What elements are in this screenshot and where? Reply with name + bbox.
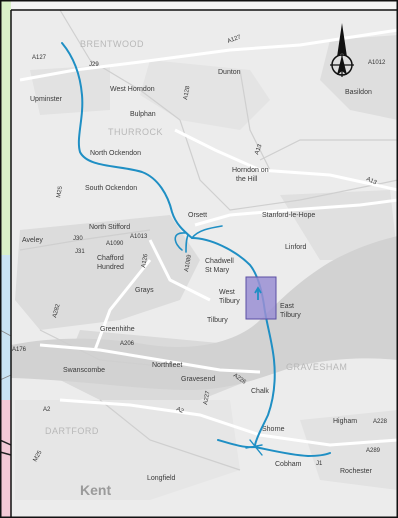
label-gravesend: Gravesend — [181, 376, 215, 383]
label-greenhithe: Greenhithe — [100, 326, 135, 333]
label-horndon-on: Horndon on — [232, 167, 269, 174]
label-west-tilbury-1: West — [219, 289, 235, 296]
label-upminster: Upminster — [30, 96, 63, 103]
label-aveley: Aveley — [22, 237, 43, 244]
label-rochester: Rochester — [340, 468, 373, 475]
label-shorne: Shorne — [262, 426, 285, 433]
label-tilbury: Tilbury — [207, 317, 228, 324]
label-bulphan: Bulphan — [130, 111, 156, 118]
road-label-a128: A128 — [183, 85, 191, 100]
route-arrow-icon — [254, 286, 262, 300]
road-label-a176: A176 — [12, 347, 27, 353]
label-north-stifford: North Stifford — [89, 224, 130, 231]
road-label-a282: A282 — [52, 303, 62, 319]
label-brentwood: BRENTWOOD — [80, 39, 144, 49]
north-arrow-icon — [330, 23, 354, 77]
label-linford: Linford — [285, 244, 307, 251]
road-label-a1012: A1012 — [368, 60, 386, 66]
label-chalk: Chalk — [251, 388, 269, 395]
road-label-a289: A289 — [366, 448, 381, 454]
road-label-a13b: A13 — [365, 176, 378, 186]
label-longfield: Longfield — [147, 475, 176, 482]
road-label-a126: A126 — [141, 253, 149, 268]
label-kent: Kent — [80, 482, 111, 498]
label-chadwell-2: St Mary — [205, 267, 230, 274]
road-label-a2b: A2 — [43, 407, 51, 413]
label-chafford-2: Hundred — [97, 264, 124, 271]
label-grays: Grays — [135, 287, 154, 294]
road-label-a1089: A1089 — [184, 254, 193, 273]
proposed-route[interactable] — [61, 42, 331, 457]
label-swanscombe: Swanscombe — [63, 367, 105, 374]
label-north-ockendon: North Ockendon — [90, 150, 141, 157]
label-higham: Higham — [333, 418, 357, 425]
road-label-m25: M25 — [56, 185, 64, 198]
road-label-a1013: A1013 — [130, 234, 148, 240]
road-label-a2: A2 — [175, 406, 185, 415]
label-chafford-1: Chafford — [97, 255, 124, 262]
label-west-horndon: West Horndon — [110, 86, 155, 93]
road-label-j30: J30 — [73, 236, 83, 242]
label-west-tilbury-2: Tilbury — [219, 298, 240, 305]
label-horndon-hill: the Hill — [236, 176, 258, 183]
road-label-j31: J31 — [75, 249, 85, 255]
map-panel: BRENTWOOD THURROCK GRAVESHAM DARTFORD Ke… — [11, 9, 398, 518]
road-label-a127: A127 — [32, 55, 47, 61]
road-label-j1: J1 — [316, 461, 323, 467]
road-label-a1090: A1090 — [106, 241, 124, 247]
study-area-box[interactable] — [245, 276, 277, 320]
label-cobham: Cobham — [275, 461, 302, 468]
label-dunton: Dunton — [218, 69, 241, 76]
road-label-j29: J29 — [89, 62, 99, 68]
label-chadwell-1: Chadwell — [205, 258, 234, 265]
label-thurrock: THURROCK — [108, 127, 163, 137]
road-label-a206: A206 — [120, 341, 135, 347]
label-stanford-le-hope: Stanford-le-Hope — [262, 212, 315, 219]
road-label-a13: A13 — [254, 143, 264, 156]
label-gravesham: GRAVESHAM — [286, 362, 347, 372]
road-label-a127b: A127 — [227, 34, 243, 45]
road-label-a228: A228 — [373, 419, 388, 425]
label-dartford: DARTFORD — [45, 426, 99, 436]
label-orsett: Orsett — [188, 212, 207, 219]
label-south-ockendon: South Ockendon — [85, 185, 137, 192]
label-basildon: Basildon — [345, 89, 372, 96]
road-label-a227: A227 — [203, 390, 211, 405]
left-strip — [0, 0, 12, 518]
road-label-m25b: M25 — [33, 449, 44, 463]
label-northfleet: Northfleet — [152, 362, 182, 369]
label-east-tilbury-1: East — [280, 303, 294, 310]
label-east-tilbury-2: Tilbury — [280, 312, 301, 319]
